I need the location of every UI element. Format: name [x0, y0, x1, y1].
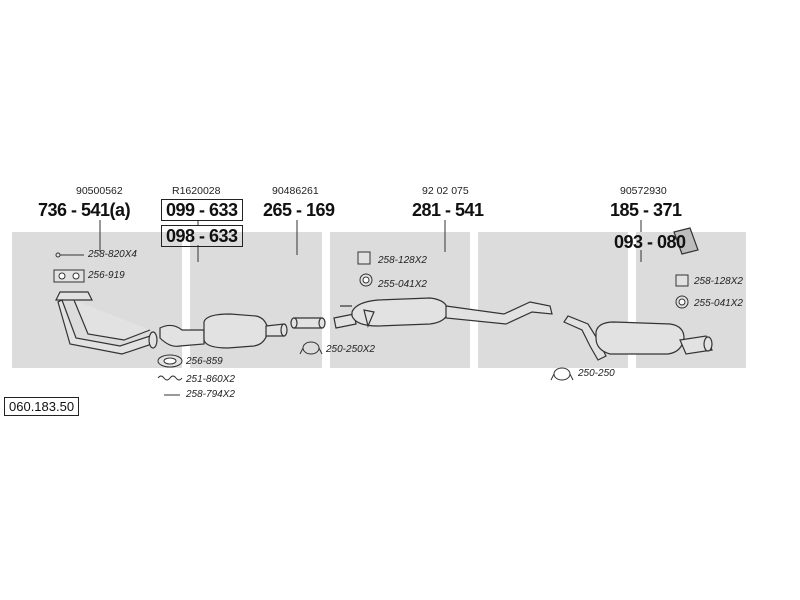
oem-middle-silencer: 92 02 075 [422, 185, 469, 197]
acc-clamp-rear: 250-250 [578, 368, 615, 379]
oem-middle-pipe: 90486261 [272, 185, 319, 197]
acc-gasket-front: 256-919 [88, 270, 125, 281]
acc-rubber-mid: 255-041X2 [378, 279, 427, 290]
clamp-rear-icon [550, 367, 574, 381]
middle-silencer-part [333, 297, 553, 329]
part-middle-pipe[interactable]: 265 - 169 [263, 200, 335, 220]
mount-mid-icon [357, 251, 371, 265]
heat-shield-icon [673, 227, 699, 255]
part-middle-silencer[interactable]: 281 - 541 [412, 200, 484, 220]
part-catalyst-2[interactable]: 098 - 633 [161, 225, 243, 247]
acc-gasket-cat: 256-859 [186, 356, 223, 367]
oem-catalyst: R1620028 [172, 185, 221, 197]
spring-icon [157, 375, 183, 381]
part-catalyst-1[interactable]: 099 - 633 [161, 199, 243, 221]
part-front-pipe[interactable]: 736 - 541(a) [38, 200, 131, 220]
catalyst-part [159, 313, 288, 349]
acc-mount-mid: 258-128X2 [378, 255, 427, 266]
middle-pipe-part [290, 317, 326, 329]
acc-clamp-mid: 250-250X2 [326, 344, 375, 355]
part-heat-shield[interactable]: 093 - 080 [614, 232, 686, 252]
acc-rubber-rear: 255-041X2 [694, 298, 743, 309]
diagram-number: 060.183.50 [4, 397, 80, 416]
rear-silencer-part [563, 315, 713, 361]
part-rear-silencer[interactable]: 185 - 371 [610, 200, 682, 220]
acc-spring: 251-860X2 [186, 374, 235, 385]
oem-rear-silencer: 90572930 [620, 185, 667, 197]
acc-mount-rear: 258-128X2 [694, 276, 743, 287]
acc-bolt-cat: 258-794X2 [186, 389, 235, 400]
front-pipe-part [55, 291, 158, 355]
acc-bolt-front: 258-820X4 [88, 249, 137, 260]
mount-rear-icon [675, 274, 689, 287]
clamp-mid-icon [299, 341, 323, 355]
oem-front-pipe: 90500562 [76, 185, 123, 197]
